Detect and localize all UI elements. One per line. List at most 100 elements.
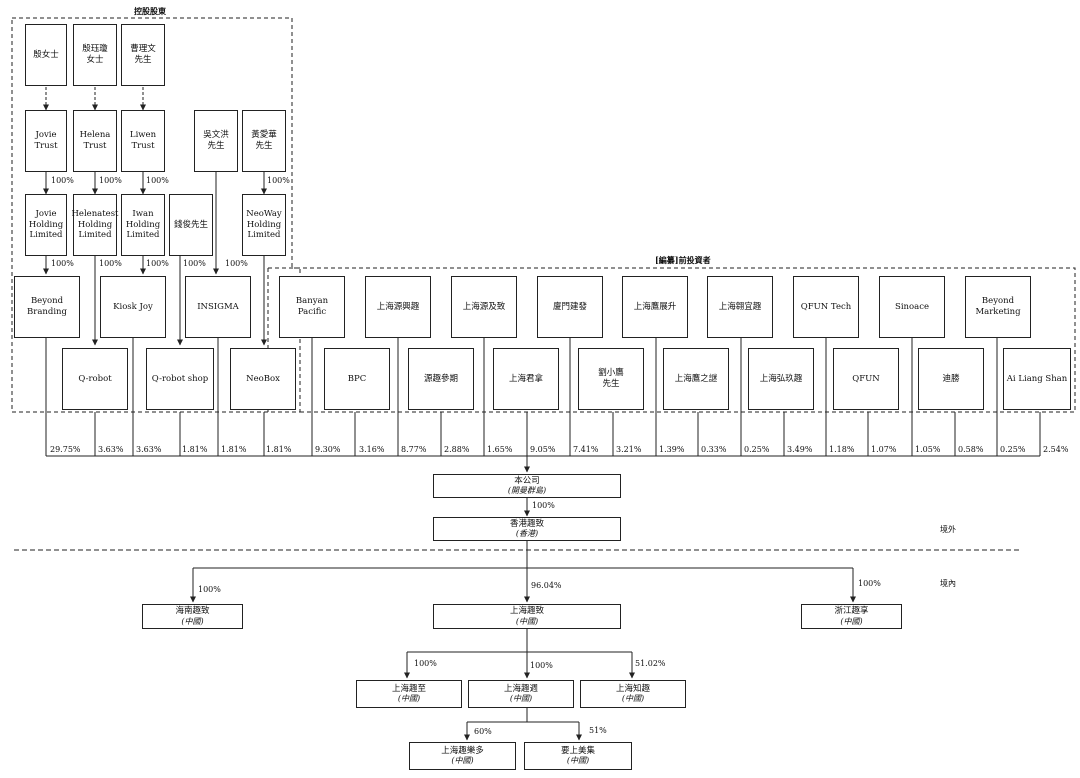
trust-box: Liwen Trust — [121, 110, 165, 172]
investor-box: 劉小鷹 先生 — [578, 348, 644, 410]
shareholding-pct: 2.54% — [1043, 445, 1069, 454]
holdco-name: NeoWay Holding Limited — [246, 209, 282, 241]
entity-jurisdiction: (中國) — [181, 616, 204, 626]
person-name: 吳文洪 先生 — [203, 130, 229, 151]
platform-box: Beyond Branding — [14, 276, 80, 338]
entity-jurisdiction: (香港) — [515, 529, 539, 539]
shareholding-pct: 0.25% — [1000, 445, 1026, 454]
shareholding-pct: 1.65% — [487, 445, 513, 454]
pct-label: 100% — [532, 501, 555, 510]
pct-label: 51.02% — [635, 659, 666, 668]
investor-box: 上海源興趣 — [365, 276, 431, 338]
region-onshore-label: 境內 — [940, 579, 956, 588]
investor-name: Sinoace — [895, 301, 929, 312]
hk-subsidiary-box: 香港趣致 (香港) — [433, 517, 621, 541]
investor-name: 迪勝 — [942, 373, 960, 384]
shareholding-pct: 9.30% — [315, 445, 341, 454]
investor-name: QFUN — [852, 373, 880, 384]
entity-name: 上海趣致 — [509, 606, 544, 617]
person-box: 吳文洪 先生 — [194, 110, 238, 172]
trust-box: Jovie Trust — [25, 110, 67, 172]
investor-box: QFUN Tech — [793, 276, 859, 338]
prc-subsidiary-box: 海南趣致 (中國) — [142, 604, 243, 629]
person-name: 殷女士 — [33, 49, 59, 60]
platform-name: Q-robot shop — [151, 373, 209, 384]
entity-jurisdiction: (中國) — [515, 616, 539, 626]
shareholding-pct: 3.63% — [98, 445, 124, 454]
shareholding-pct: 1.18% — [829, 445, 855, 454]
pct-label: 100% — [146, 259, 169, 268]
person-name: 黃愛華 先生 — [251, 130, 277, 151]
investor-box: 上海源及致 — [451, 276, 517, 338]
holdco-name: Helenatest Holding Limited — [71, 209, 119, 241]
investor-name: 廈門建發 — [552, 301, 587, 312]
prc-subsidiary-box: 上海知趣 (中國) — [580, 680, 686, 708]
entity-jurisdiction: (中國) — [566, 756, 590, 766]
person-name: 錢俊先生 — [173, 219, 208, 230]
pct-label: 100% — [51, 259, 74, 268]
entity-jurisdiction: (中國) — [840, 616, 863, 626]
company-box: 本公司 (開曼群島) — [433, 474, 621, 498]
pct-label: 100% — [99, 259, 122, 268]
shareholding-pct: 8.77% — [401, 445, 427, 454]
shareholding-pct: 9.05% — [530, 445, 556, 454]
shareholding-pct: 1.81% — [266, 445, 292, 454]
platform-box: NeoBox — [230, 348, 296, 410]
prc-subsidiary-box: 上海趣至 (中國) — [356, 680, 462, 708]
investor-box: 迪勝 — [918, 348, 984, 410]
investor-box: 源趣參期 — [408, 348, 474, 410]
entity-name: 上海知趣 — [615, 683, 650, 694]
investor-name: 上海君拿 — [508, 373, 543, 384]
pct-label: 100% — [414, 659, 437, 668]
person-name: 曹理文 先生 — [130, 44, 156, 65]
shareholding-pct: 29.75% — [50, 445, 81, 454]
prc-subsidiary-box: 上海趣樂多 (中國) — [409, 742, 516, 770]
investor-box: Sinoace — [879, 276, 945, 338]
trust-name: Helena Trust — [79, 130, 111, 151]
entity-jurisdiction: (中國) — [397, 694, 421, 704]
pct-label: 100% — [858, 579, 881, 588]
prc-subsidiary-box: 上海趣週 (中國) — [468, 680, 574, 708]
investor-box: 廈門建發 — [537, 276, 603, 338]
investor-box: 上海鷹之謎 — [663, 348, 729, 410]
investor-name: 上海源興趣 — [376, 301, 420, 312]
prc-subsidiary-box: 要上美集 (中國) — [524, 742, 632, 770]
prc-subsidiary-box: 上海趣致 (中國) — [433, 604, 621, 629]
person-name: 殷珏瓊 女士 — [82, 44, 108, 65]
platform-name: Beyond Branding — [27, 296, 67, 317]
pct-label: 100% — [530, 661, 553, 670]
investor-box: Beyond Marketing — [965, 276, 1031, 338]
platform-box: Kiosk Joy — [100, 276, 166, 338]
entity-name: 香港趣致 — [509, 518, 544, 529]
shareholding-pct: 1.39% — [659, 445, 685, 454]
investor-box: Banyan Pacific — [279, 276, 345, 338]
prc-subsidiary-box: 浙江趣享 (中國) — [801, 604, 902, 629]
pct-label: 100% — [99, 176, 122, 185]
shareholding-pct: 1.05% — [915, 445, 941, 454]
holdco-box: Jovie Holding Limited — [25, 194, 67, 256]
trust-name: Liwen Trust — [129, 130, 157, 151]
person-box: 殷女士 — [25, 24, 67, 86]
entity-jurisdiction: (中國) — [451, 756, 474, 766]
entity-jurisdiction: (中國) — [509, 694, 533, 704]
investor-name: 上海弘玖趣 — [759, 373, 803, 384]
entity-jurisdiction: (開曼群島) — [507, 486, 547, 496]
entity-name: 要上美集 — [560, 745, 595, 756]
entity-name: 本公司 — [514, 475, 540, 486]
investor-box: QFUN — [833, 348, 899, 410]
entity-name: 上海趣至 — [391, 683, 426, 694]
controlling-group-border — [11, 17, 301, 413]
shareholding-pct: 3.21% — [616, 445, 642, 454]
pre-ipo-group-border — [267, 267, 1076, 413]
controlling-group-title: 控股股東 — [134, 6, 166, 16]
investor-name: Banyan Pacific — [295, 296, 329, 317]
entity-name: 上海趣週 — [503, 683, 538, 694]
holdco-box: NeoWay Holding Limited — [242, 194, 286, 256]
trust-box: Helena Trust — [73, 110, 117, 172]
person-box: 曹理文 先生 — [121, 24, 165, 86]
entity-name: 海南趣致 — [175, 606, 210, 617]
investor-name: Ai Liang Shan — [1006, 373, 1068, 384]
entity-name: 浙江趣享 — [834, 606, 869, 617]
investor-name: 上海翱宜趣 — [718, 301, 762, 312]
